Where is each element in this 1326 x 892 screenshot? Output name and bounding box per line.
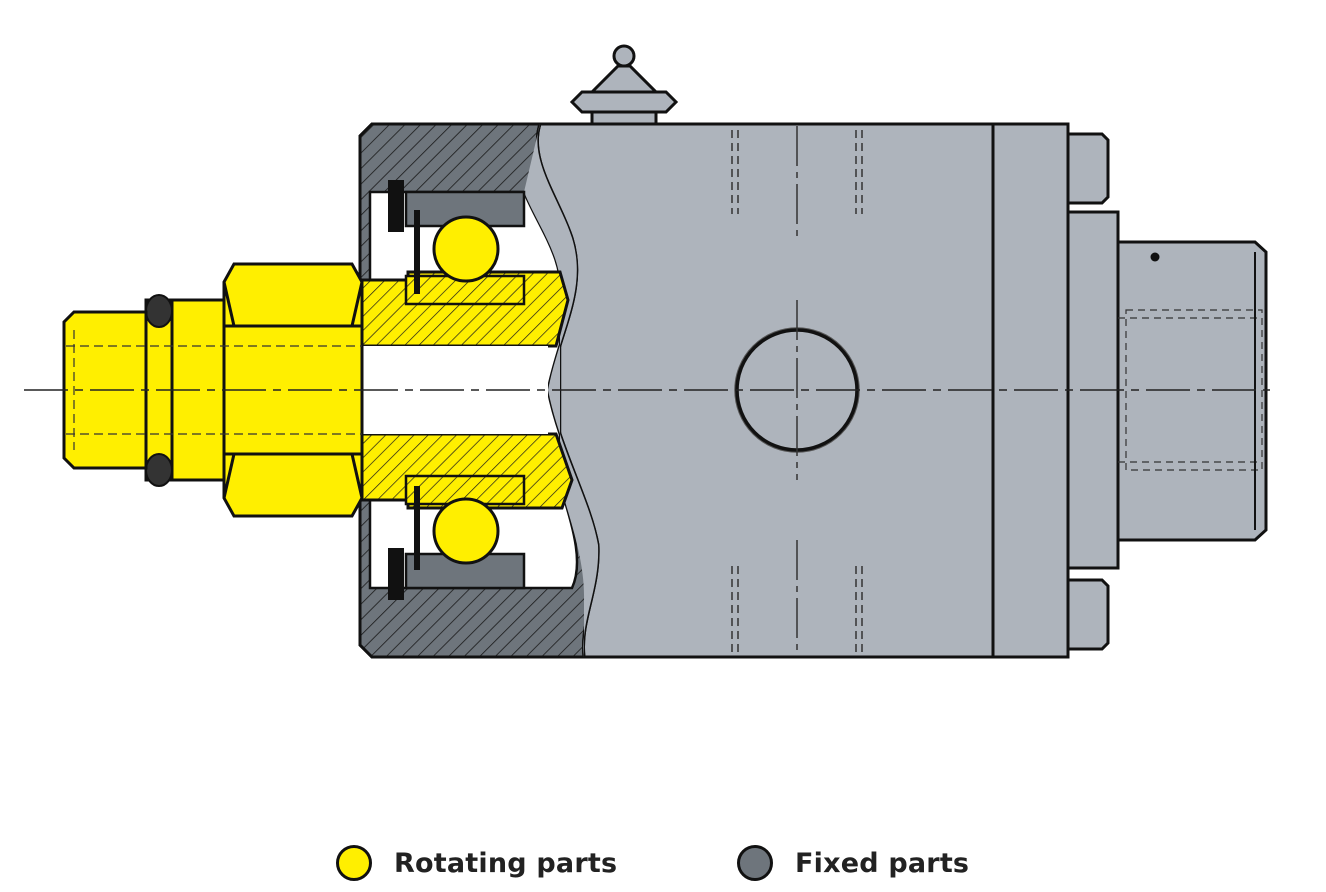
seal-rings bbox=[388, 180, 420, 600]
fixed-parts-label: Fixed parts bbox=[795, 847, 970, 879]
legend-rotating: Rotating parts bbox=[336, 842, 617, 884]
bearing-balls bbox=[432, 215, 500, 565]
o-ring bbox=[145, 294, 173, 487]
rotating-parts-label: Rotating parts bbox=[394, 847, 618, 879]
rotating-swatch-icon bbox=[336, 845, 372, 881]
inner-bore-lines bbox=[66, 330, 362, 450]
fixed-swatch-icon bbox=[737, 845, 773, 881]
grease-nipple bbox=[569, 44, 679, 126]
legend-fixed: Fixed parts bbox=[737, 842, 969, 884]
hidden-lines bbox=[731, 130, 863, 656]
